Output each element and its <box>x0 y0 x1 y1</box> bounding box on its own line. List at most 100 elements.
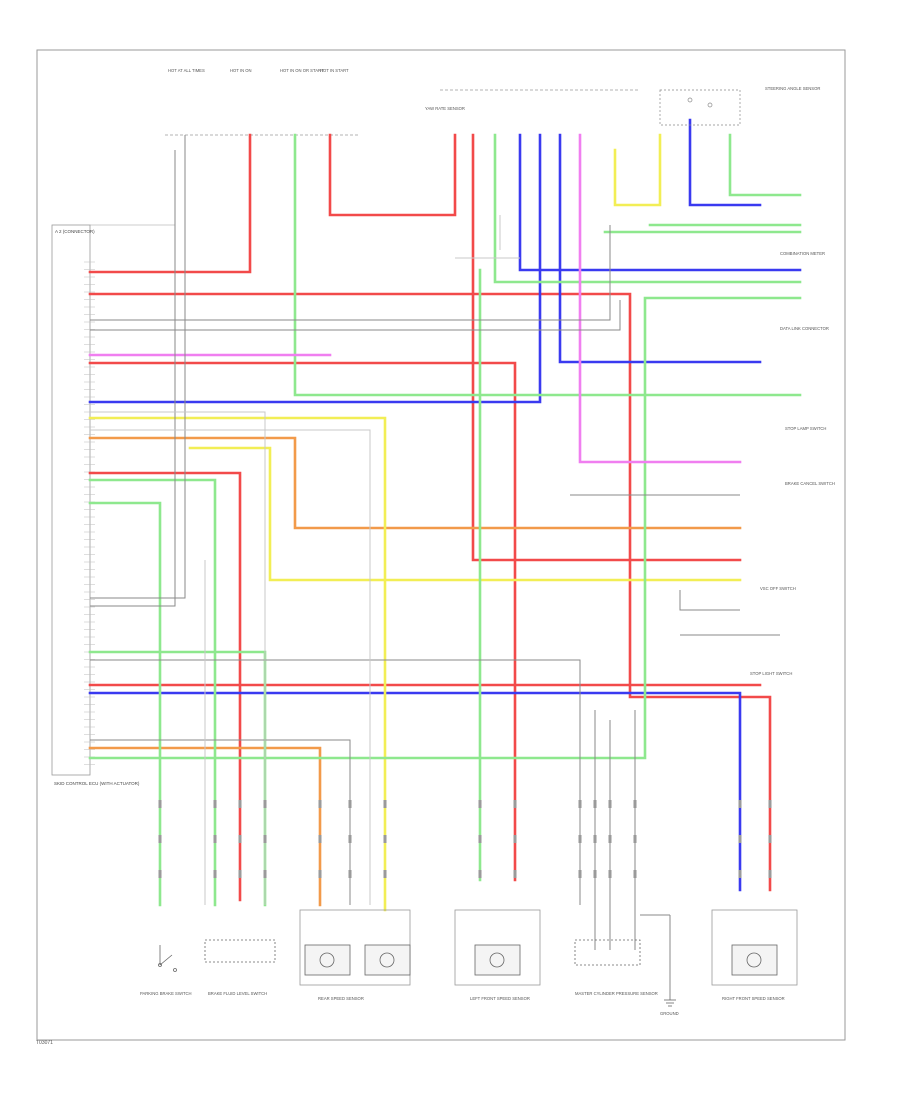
brake-cancel-label: BRAKE CANCEL SWITCH <box>785 481 835 486</box>
connector-marker <box>263 835 267 843</box>
wire-red-3 <box>328 133 457 217</box>
diagram-frame <box>36 49 846 1041</box>
wire-green-1 <box>293 133 802 397</box>
wire-red-4 <box>88 361 517 882</box>
wire-blue-2 <box>88 691 742 892</box>
connector-marker <box>593 870 597 878</box>
rf-speed-label: RIGHT FRONT SPEED SENSOR <box>722 996 785 1001</box>
connector-marker <box>768 870 772 878</box>
combination-meter-label: COMBINATION METER <box>780 251 825 256</box>
fuse-label-2: HOT IN ON <box>230 68 252 73</box>
connector-marker <box>318 835 322 843</box>
connector-marker <box>238 835 242 843</box>
rear-speed-label: REAR SPEED SENSOR <box>318 996 364 1001</box>
wire-green-7 <box>88 296 802 760</box>
right-side-labels: STEERING ANGLE SENSOR COMBINATION METER … <box>425 86 835 676</box>
connector-marker <box>738 870 742 878</box>
connector-marker <box>478 835 482 843</box>
wire-red-5 <box>471 133 742 562</box>
connector-marker <box>513 800 517 808</box>
connector-marker <box>318 800 322 808</box>
connector-marker <box>633 800 637 808</box>
vsc-off-label: VSC OFF SWITCH <box>760 586 796 591</box>
ecu-pin-ticks <box>84 261 95 765</box>
connector-marker <box>578 800 582 808</box>
connector-marker <box>158 870 162 878</box>
connector-marker <box>318 870 322 878</box>
lf-speed-label: LEFT FRONT SPEED SENSOR <box>470 996 530 1001</box>
wire-yellow-1 <box>88 416 387 912</box>
connector-marker <box>608 835 612 843</box>
rf-speed-sensor <box>711 909 798 986</box>
bottom-components: PARKING BRAKE SWITCH BRAKE FLUID LEVEL S… <box>140 909 798 1016</box>
connector-marker <box>513 870 517 878</box>
wire-green-2 <box>88 478 217 907</box>
connector-marker <box>158 835 162 843</box>
connector-markers <box>158 800 772 878</box>
connector-marker <box>513 835 517 843</box>
connector-marker <box>578 870 582 878</box>
connector-marker <box>348 870 352 878</box>
connector-marker <box>348 835 352 843</box>
connector-marker <box>348 800 352 808</box>
ground-label: GROUND <box>660 1011 679 1016</box>
skid-control-ecu: A 2 (CONNECTOR) SKID CONTROL ECU (WITH A… <box>51 224 175 786</box>
wire-orange-2 <box>88 746 322 907</box>
yaw-rate-label: YAW RATE SENSOR <box>425 106 465 111</box>
brake-fluid-switch <box>204 939 276 963</box>
figure-id: T03071 <box>36 1040 53 1046</box>
connector-marker <box>608 870 612 878</box>
connector-marker <box>633 835 637 843</box>
fuse-label-1: HOT AT ALL TIMES <box>168 68 205 73</box>
wire-red-1 <box>88 133 252 274</box>
ecu-label: SKID CONTROL ECU (WITH ACTUATOR) <box>54 781 140 786</box>
connector-marker <box>608 800 612 808</box>
steering-sensor-label: STEERING ANGLE SENSOR <box>765 86 820 91</box>
connector-marker <box>238 800 242 808</box>
wire-blue-5 <box>688 118 762 207</box>
connector-marker <box>263 800 267 808</box>
connector-marker <box>383 870 387 878</box>
connector-marker <box>478 870 482 878</box>
lf-speed-sensor <box>454 909 541 986</box>
connector-marker <box>633 870 637 878</box>
connector-marker <box>213 870 217 878</box>
fuse-labels: HOT AT ALL TIMES HOT IN ON HOT IN ON OR … <box>168 68 349 73</box>
connector-marker <box>593 835 597 843</box>
wire-orange-1 <box>88 436 742 530</box>
fuse-label-3: HOT IN ON OR START <box>280 68 324 73</box>
thin-wires <box>90 135 780 1000</box>
connector-marker <box>213 800 217 808</box>
wire-blue-3 <box>518 133 802 272</box>
connector-marker <box>383 835 387 843</box>
parking-brake-label: PARKING BRAKE SWITCH <box>140 991 192 996</box>
connector-marker <box>768 835 772 843</box>
wire-red-2 <box>88 292 772 892</box>
stop-light-label: STOP LIGHT SWITCH <box>750 671 792 676</box>
connector-marker <box>738 800 742 808</box>
brake-fluid-label: BRAKE FLUID LEVEL SWITCH <box>208 991 267 996</box>
wire-yellow-3 <box>613 133 662 207</box>
wire-green-8 <box>728 133 802 197</box>
ground-symbol <box>664 999 676 1007</box>
fuse-label-4: HOT IN START <box>320 68 349 73</box>
parking-brake-switch <box>158 945 177 972</box>
wires <box>88 118 802 912</box>
connector-marker <box>238 870 242 878</box>
connector-marker <box>593 800 597 808</box>
connector-marker <box>213 835 217 843</box>
connector-marker <box>768 800 772 808</box>
wire-yellow-2 <box>188 446 742 582</box>
top-power-bus <box>165 89 640 136</box>
wire-blue-1 <box>88 133 542 404</box>
wire-red-7 <box>88 471 242 902</box>
connector-marker <box>383 800 387 808</box>
stop-lamp-label: STOP LAMP SWITCH <box>785 426 826 431</box>
master-cyl-sensor <box>574 939 641 966</box>
connector-marker <box>578 835 582 843</box>
connector-marker <box>738 835 742 843</box>
steering-sensor-box <box>659 89 741 126</box>
connector-marker <box>158 800 162 808</box>
wire-blue-4 <box>558 133 762 364</box>
